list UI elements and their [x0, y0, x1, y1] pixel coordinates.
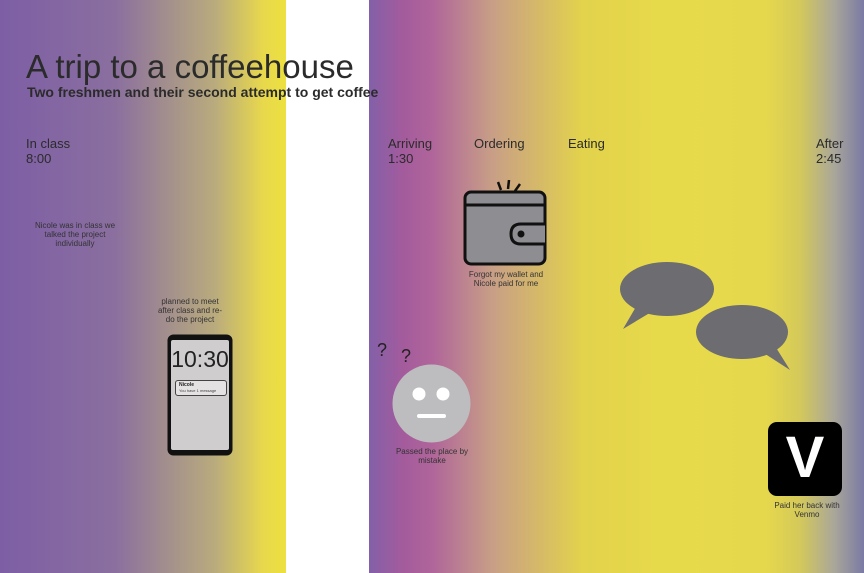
stage-time: 1:30 — [388, 151, 414, 166]
notification-name: Nicole — [179, 382, 195, 388]
stage-label: Arriving — [388, 136, 433, 151]
speech-bubble-icon — [695, 304, 795, 372]
page-title: A trip to a coffeehouse — [26, 48, 354, 85]
note-wallet: Forgot my wallet and Nicole paid for me — [468, 270, 544, 288]
left-panel — [0, 0, 286, 573]
wallet-icon — [463, 179, 547, 268]
stage-in-class: In class 8:00 — [26, 136, 70, 166]
confused-face-icon — [392, 364, 471, 443]
question-mark: ? — [377, 340, 388, 360]
stage-ordering: Ordering — [474, 136, 525, 151]
notification-text: You have 1 message — [179, 388, 217, 393]
stage-label: In class — [26, 136, 71, 151]
stage-after: After 2:45 — [816, 136, 843, 166]
note-passed: Passed the place by mistake — [395, 447, 469, 465]
stage-eating: Eating — [568, 136, 605, 151]
page-subtitle: Two freshmen and their second attempt to… — [27, 84, 379, 100]
stage-arriving: Arriving 1:30 — [388, 136, 432, 166]
phone-clock: 10:30 — [171, 346, 229, 372]
phone-notification: Nicole You have 1 message — [175, 380, 227, 396]
stage-label: Eating — [568, 136, 605, 151]
note-in-class: Nicole was in class we talked the projec… — [34, 221, 116, 248]
speech-bubble-icon — [619, 261, 719, 331]
stage-time: 8:00 — [26, 151, 52, 166]
venmo-icon: V — [768, 422, 842, 496]
phone-icon: 10:30 Nicole You have 1 message — [166, 333, 234, 457]
note-plan: planned to meet after class and re-do th… — [157, 297, 223, 324]
stage-label: Ordering — [474, 136, 525, 151]
stage-time: 2:45 — [816, 151, 842, 166]
question-mark: ? — [401, 346, 412, 366]
venmo-letter: V — [785, 425, 825, 490]
note-paid-back: Paid her back with Venmo — [774, 501, 840, 519]
stage-label: After — [816, 136, 844, 151]
